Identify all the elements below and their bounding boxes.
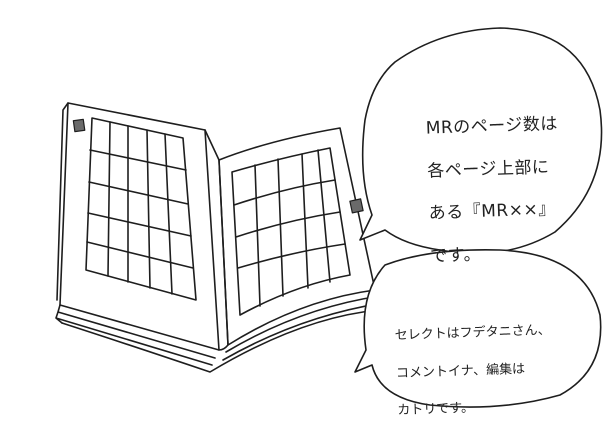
right-page-marker <box>349 198 364 214</box>
right-page-outline <box>218 127 376 346</box>
left-page-outline <box>59 102 220 351</box>
speech-bubble-bottom-text: セレクトはフデタニさん、 コメントイナ、編集は カトリです。 <box>394 302 588 440</box>
speech-bubble-bottom <box>354 248 602 408</box>
open-book-drawing <box>55 102 384 373</box>
bubble-top-line: です。 <box>429 244 482 267</box>
book-bottom-curve <box>61 309 379 373</box>
sketch-illustration <box>55 27 603 408</box>
left-page-marker <box>72 118 86 133</box>
bubble-bottom-line: セレクトはフデタニさん、 <box>394 322 551 344</box>
speech-bubble-top-text: MRのページ数は 各ページ上部に ある『MR××』 です。 <box>425 92 582 288</box>
bubble-top-line: MRのページ数は <box>425 114 559 139</box>
left-page-stack-edges <box>55 102 216 366</box>
bubble-top-line: ある『MR××』 <box>428 199 557 224</box>
speech-bubble-top <box>359 27 603 255</box>
bubble-top-line: 各ページ上部に <box>426 157 550 182</box>
left-page-grid <box>85 117 197 301</box>
bubble-bottom-line: カトリです。 <box>397 400 475 419</box>
book-spine <box>204 129 229 351</box>
bubble-bottom-line: コメントイナ、編集は <box>395 361 526 381</box>
right-page-grid <box>231 147 351 316</box>
